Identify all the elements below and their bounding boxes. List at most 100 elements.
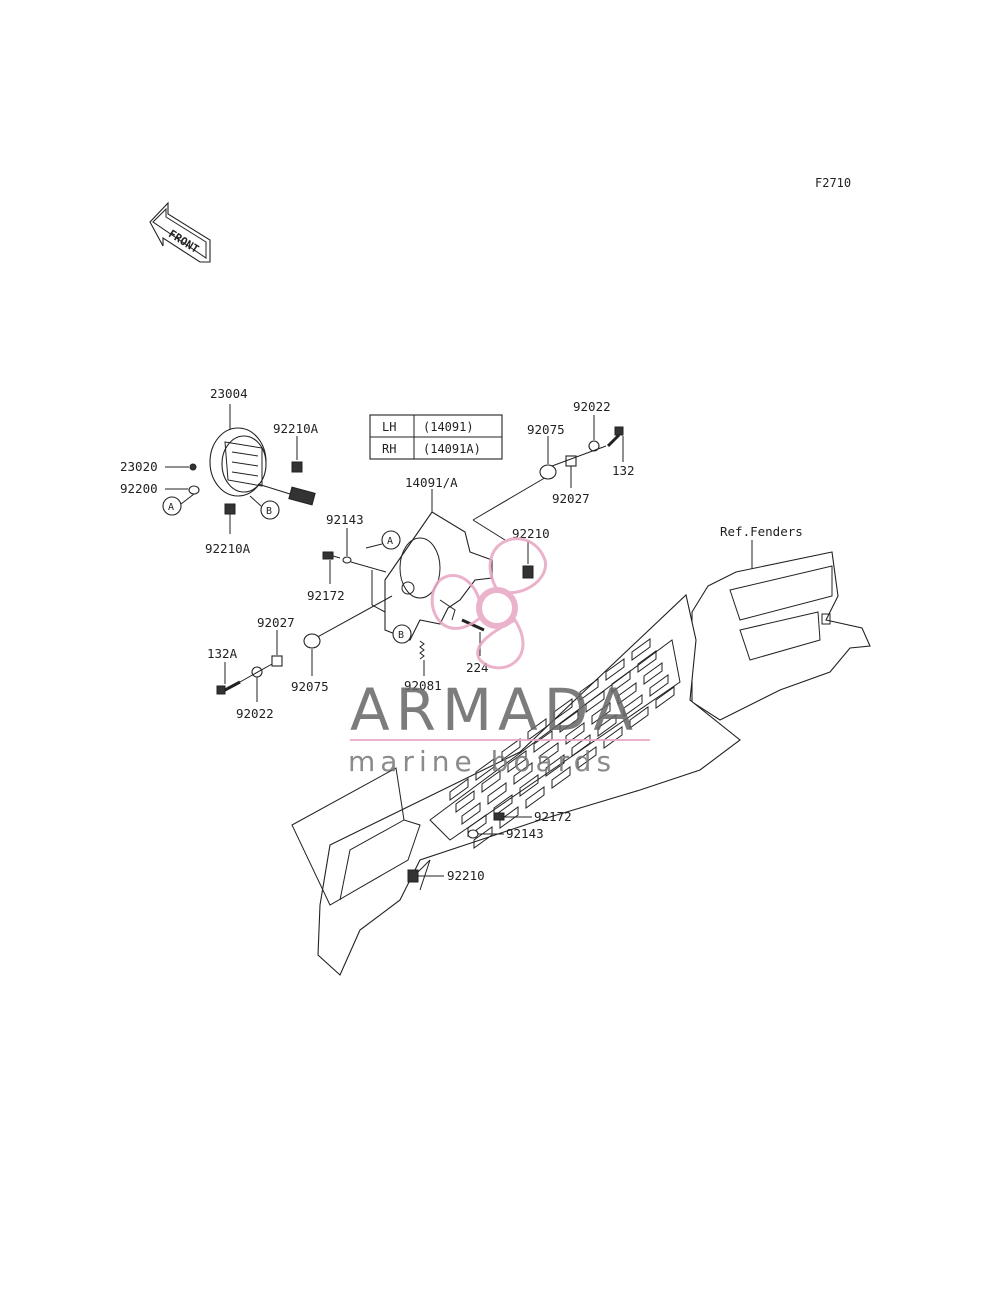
variant-lh-side: LH	[382, 420, 396, 434]
variant-table: LH (14091) RH (14091A)	[369, 414, 503, 460]
grille-slat	[597, 714, 617, 737]
grille-slat	[525, 786, 545, 809]
callout-92210a-bottom: 92210A	[205, 541, 251, 556]
grille-slat	[473, 826, 493, 849]
callout-92081: 92081	[404, 678, 442, 693]
marker-b1	[260, 500, 280, 520]
bolt-132a-icon	[216, 680, 241, 695]
grille-slat	[507, 750, 527, 773]
svg-text:A: A	[387, 536, 393, 547]
callout-92200: 92200	[120, 481, 158, 496]
svg-text:B: B	[266, 506, 272, 517]
grille-slat	[603, 726, 623, 749]
callout-92143-bottom: 92143	[506, 826, 544, 841]
grille-slat	[559, 710, 579, 733]
washer-92022-top-icon	[588, 440, 600, 452]
bolt-92172-left-icon	[322, 551, 341, 560]
grille-slat	[585, 690, 605, 713]
callout-92210-right: 92210	[512, 526, 550, 541]
grille-slat	[655, 686, 675, 709]
grille-slat	[591, 702, 611, 725]
variant-rh-side: RH	[382, 442, 396, 456]
headlight-assembly	[209, 404, 316, 506]
grille-slat	[643, 662, 663, 685]
spring-92081-icon	[419, 640, 425, 660]
callout-23020: 23020	[120, 459, 158, 474]
washer-92143-bottom-icon	[467, 829, 479, 839]
grommet-92075-top-icon	[539, 464, 557, 480]
pin-224-icon	[461, 618, 485, 632]
front-grille-panel	[291, 593, 741, 976]
figure-code: F2710	[815, 176, 851, 190]
grommet-92075-left-icon	[303, 633, 321, 649]
watermark: ARMADA marine boards	[348, 537, 650, 778]
watermark-brand: ARMADA	[350, 676, 639, 744]
callout-14091a: 14091/A	[405, 475, 458, 490]
headlight-bracket	[384, 511, 493, 641]
grille-slat	[539, 742, 559, 765]
callout-92022-top: 92022	[573, 399, 611, 414]
grille-slat	[605, 658, 625, 681]
grille-slat	[553, 698, 573, 721]
grille-slat	[551, 766, 571, 789]
grille-slat	[475, 758, 495, 781]
clip-92210a-top-icon	[291, 461, 303, 473]
callout-224: 224	[466, 660, 489, 675]
bolt-132-icon	[606, 426, 624, 448]
svg-text:B: B	[398, 630, 404, 641]
clip-92210-right-icon	[522, 565, 534, 579]
grille-slat	[629, 706, 649, 729]
front-arrow-icon: FRONT	[149, 201, 211, 263]
grille-slat	[455, 790, 475, 813]
grille-slat	[617, 682, 637, 705]
fender-bracket	[691, 551, 871, 721]
grille-slat	[577, 746, 597, 769]
grille-slat	[527, 718, 547, 741]
grille-slat	[499, 806, 519, 829]
grille-slat	[565, 722, 585, 745]
bolt-92172-bottom-icon	[493, 812, 505, 821]
callout-92027-left: 92027	[257, 615, 295, 630]
watermark-tagline: marine boards	[348, 745, 616, 778]
marker-a2	[381, 530, 401, 550]
grille-slat	[449, 778, 469, 801]
callout-92075-left: 92075	[291, 679, 329, 694]
grille-slat	[623, 694, 643, 717]
screw-23020-icon	[189, 463, 197, 471]
svg-text:A: A	[168, 502, 174, 513]
ref-fenders-label: Ref.Fenders	[720, 524, 803, 539]
clip-92210-bottom-icon	[407, 869, 419, 883]
grille-slat	[481, 770, 501, 793]
grille-slat	[649, 674, 669, 697]
grille-slat	[461, 802, 481, 825]
grille-slat	[513, 762, 533, 785]
grille-slat	[637, 650, 657, 673]
callout-92075-top: 92075	[527, 422, 565, 437]
grille-slats	[449, 638, 675, 849]
marker-b2	[392, 624, 412, 644]
grille-slat	[519, 774, 539, 797]
grille-slat	[487, 782, 507, 805]
callout-23004: 23004	[210, 386, 248, 401]
marker-a1	[162, 496, 182, 516]
callout-92210-bottom: 92210	[447, 868, 485, 883]
callout-132: 132	[612, 463, 635, 478]
callout-92210a-top: 92210A	[273, 421, 319, 436]
callout-92172-left: 92172	[307, 588, 345, 603]
callout-92027-top: 92027	[552, 491, 590, 506]
variant-lh-part: (14091)	[423, 420, 474, 434]
grille-slat	[501, 738, 521, 761]
grille-slat	[579, 678, 599, 701]
grille-slat	[631, 638, 651, 661]
callout-132a: 132A	[207, 646, 238, 661]
collar-92027-left-icon	[271, 655, 283, 667]
clip-92210a-bottom-icon	[224, 503, 236, 515]
callout-92172-bottom: 92172	[534, 809, 572, 824]
variant-rh-part: (14091A)	[423, 442, 481, 456]
washer-92200-icon	[188, 485, 200, 495]
grille-slat	[545, 754, 565, 777]
propeller-logo-icon	[430, 537, 547, 670]
callout-92143-left: 92143	[326, 512, 364, 527]
grille-slat	[611, 670, 631, 693]
